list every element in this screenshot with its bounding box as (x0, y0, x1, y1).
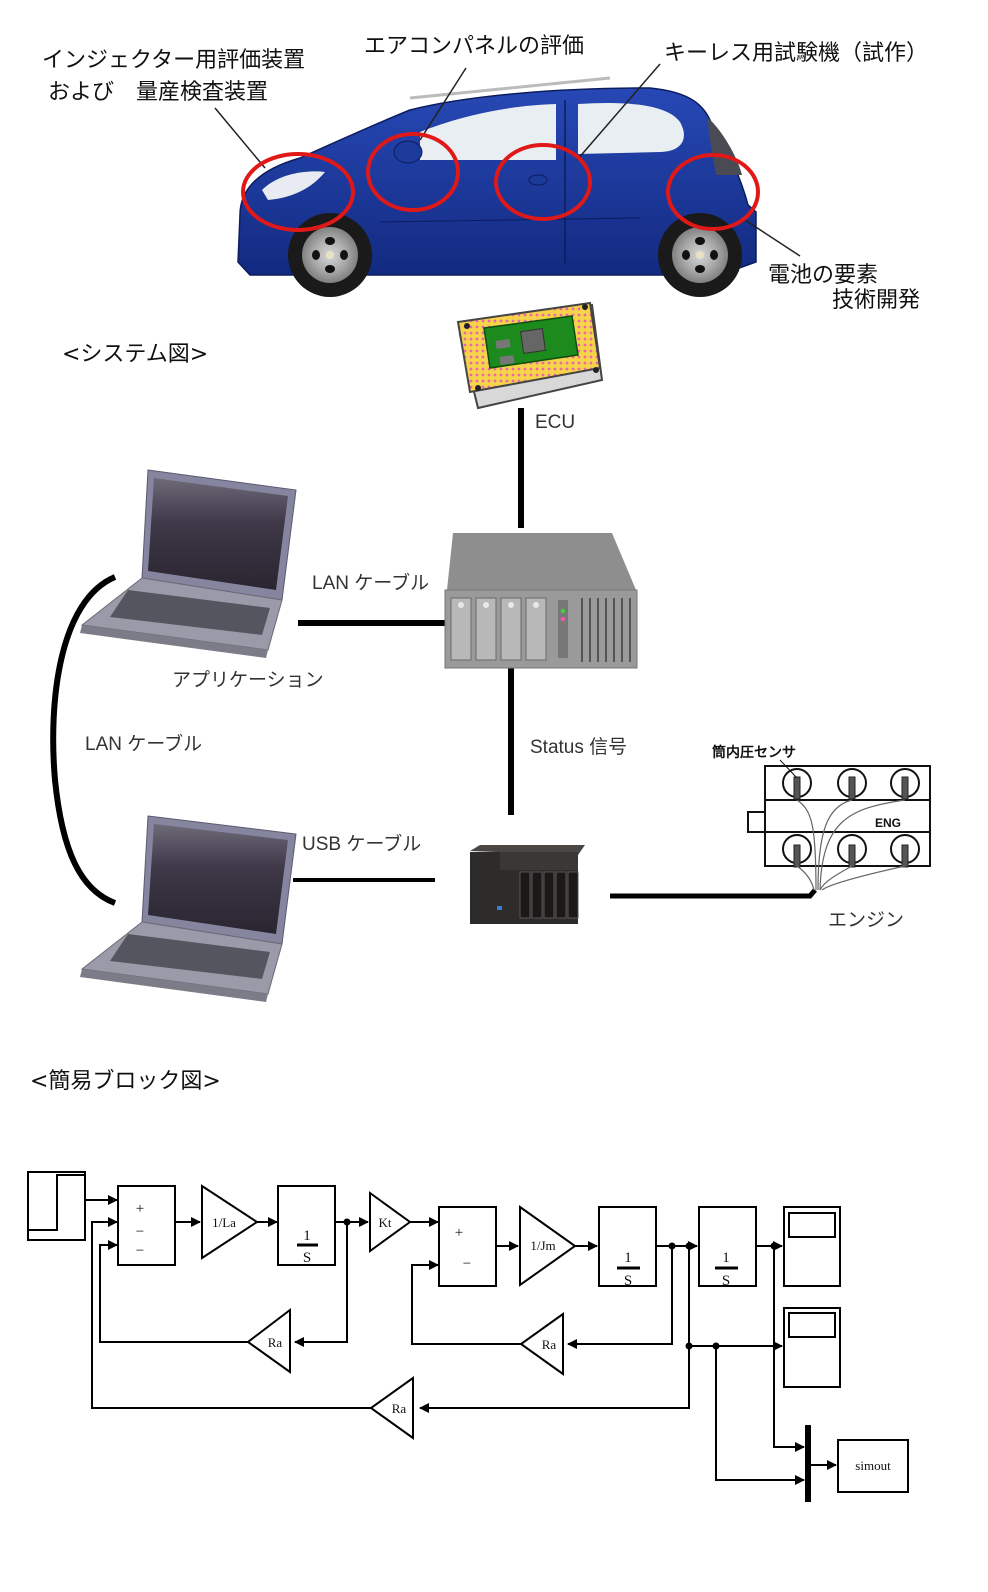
feedback3-ra-label: Ra (392, 1401, 407, 1416)
integrator1-num: 1 (303, 1228, 311, 1244)
integrator3-num: 1 (722, 1250, 730, 1266)
gain-kt-label: Kt (379, 1215, 392, 1230)
sum1-sign-plus: + (136, 1201, 144, 1217)
block-diagram-title: <簡易ブロック図> (30, 1069, 221, 1094)
highlight-circle-battery (666, 153, 760, 231)
callout-battery-line2: 技術開発 (832, 288, 921, 313)
server-icon (444, 533, 638, 669)
feedback-gain-3-ra (369, 1376, 414, 1440)
callout-keyless: キーレス用試験機（試作） (664, 41, 929, 66)
gain-block-1-jm (519, 1205, 577, 1287)
wire-feedback-2 (567, 1246, 673, 1349)
status-signal-label: Status 信号 (530, 737, 628, 758)
sum1-sign-minus-2: − (136, 1243, 144, 1259)
engine-label: エンジン (828, 910, 905, 931)
callout-injector-line1: インジェクター用評価装置 (42, 48, 306, 73)
rear-window (578, 102, 684, 154)
integrator2-den: S (624, 1273, 632, 1289)
scope-block-1 (783, 1206, 841, 1287)
feedback2-ra-label: Ra (542, 1337, 557, 1352)
laptop-daq-icon (80, 815, 297, 1002)
sum-block-1 (117, 1185, 176, 1266)
callout-aircon: エアコンパネルの評価 (364, 34, 585, 59)
block-diagram: + − − 1/La 1 S Kt + − 1/Jm 1 S 1 S Ra Ra… (27, 1171, 909, 1502)
step-source-signal (28, 1174, 85, 1231)
gain-la-label: 1/La (212, 1215, 236, 1230)
integrator-block-1 (277, 1185, 336, 1266)
gain-jm-label: 1/Jm (530, 1238, 555, 1253)
system-diagram (50, 301, 931, 1002)
system-diagram-title: <システム図> (62, 342, 209, 367)
lan-cable-label-upper: LAN ケーブル (312, 573, 430, 594)
cable-daq-engine (610, 888, 817, 899)
feedback-gain-2-ra (519, 1312, 564, 1376)
highlight-circle-keyless (494, 143, 592, 221)
integrator2-num: 1 (624, 1250, 632, 1266)
gain-block-1-la (201, 1184, 259, 1260)
side-trim (379, 217, 641, 223)
front-window (420, 104, 556, 160)
usb-cable-label: USB ケーブル (302, 834, 422, 855)
headlight (262, 171, 325, 200)
highlight-circle-aircon (366, 132, 460, 212)
car-section: インジェクター用評価装置 および 量産検査装置 エアコンパネルの評価 キーレス用… (0, 0, 988, 313)
sum2-sign-minus: − (463, 1256, 471, 1272)
simout-label: simout (855, 1458, 891, 1473)
callout-line-keyless (576, 63, 661, 161)
sum-block-2 (438, 1206, 497, 1287)
sum1-sign-minus-1: − (136, 1224, 144, 1240)
callout-battery-line1: 電池の要素 (768, 263, 879, 288)
wire-position-mux (773, 1246, 805, 1452)
callout-line-battery (741, 217, 801, 257)
front-wheel (288, 213, 372, 297)
engine-block-label: ENG (875, 816, 902, 830)
ecu-label: ECU (535, 412, 576, 433)
callout-injector-line2: および 量産検査装置 (48, 80, 269, 105)
lan-cable-label-left: LAN ケーブル (85, 734, 203, 755)
wire-feedback-1 (294, 1222, 348, 1347)
sum2-sign-plus: + (455, 1225, 463, 1241)
gain-block-kt (369, 1191, 412, 1253)
antenna (409, 76, 611, 100)
integrator3-den: S (722, 1273, 730, 1289)
integrator1-den: S (303, 1250, 311, 1266)
application-label: アプリケーション (172, 670, 324, 691)
rear-wheel (658, 213, 742, 297)
daq-unit-icon (470, 845, 585, 924)
cylinder-pressure-sensor-label: 筒内圧センサ (712, 745, 796, 761)
feedback1-ra-label: Ra (268, 1335, 283, 1350)
engine-schematic-icon (747, 759, 931, 891)
side-mirror (393, 140, 423, 164)
highlight-circle-injector (241, 152, 355, 232)
scope-block-2 (783, 1307, 841, 1388)
simout-sink-block (837, 1439, 909, 1493)
cable-lan-laptops (50, 574, 117, 906)
callout-line-injector (214, 107, 266, 169)
laptop-application-icon (80, 469, 297, 658)
wire-feedback-3 (419, 1346, 690, 1413)
integrator-block-2 (598, 1206, 657, 1287)
callout-line-aircon (419, 67, 467, 141)
feedback-gain-1-ra (246, 1307, 291, 1374)
door-handle (528, 174, 548, 186)
ecu-device-icon (456, 301, 604, 410)
wire-speed-mux (715, 1346, 805, 1485)
car-illustration (214, 63, 801, 297)
